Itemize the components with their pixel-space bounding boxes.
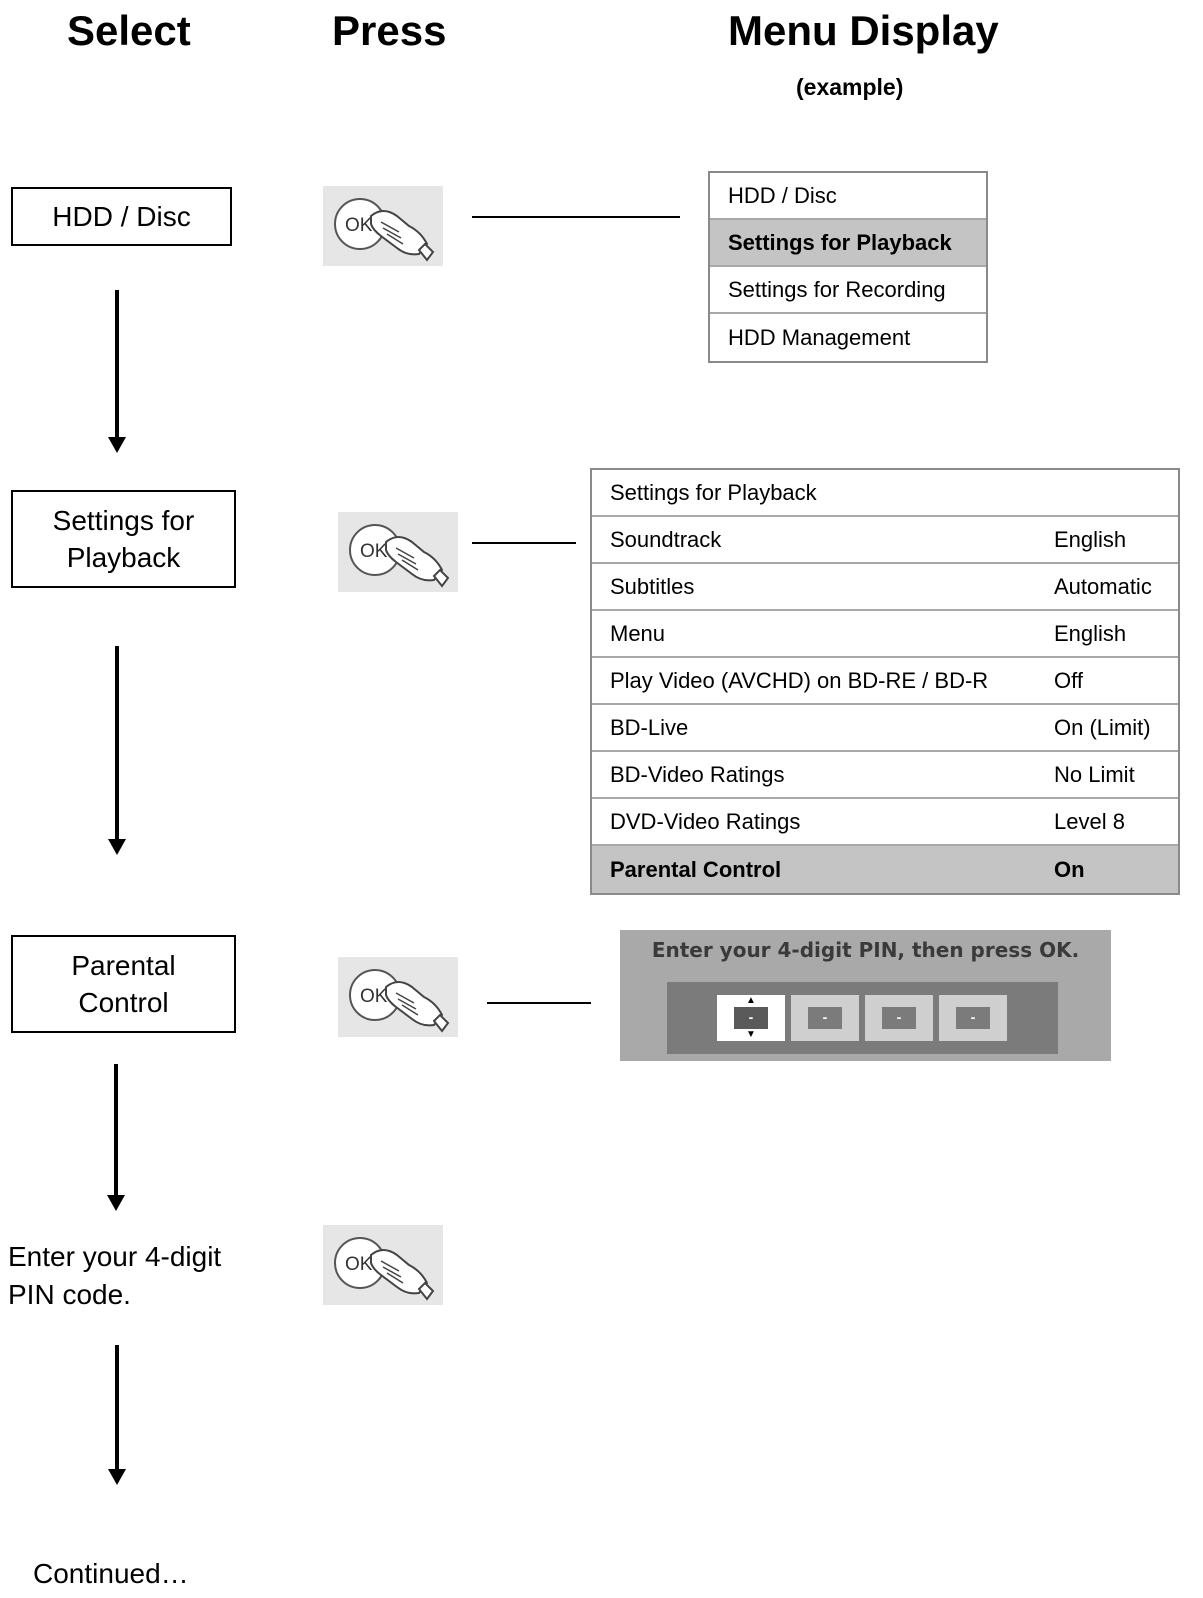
pin-field-group: ▲ - ▼ - - - xyxy=(667,982,1058,1054)
ok-button[interactable]: OK xyxy=(323,186,443,266)
ok-hand-press-icon: OK xyxy=(349,969,450,1033)
settings-row[interactable]: Soundtrack English xyxy=(592,517,1178,564)
down-arrow-icon xyxy=(107,1064,125,1211)
pin-digit-1[interactable]: ▲ - ▼ xyxy=(717,995,785,1041)
svg-text:OK: OK xyxy=(360,986,388,1007)
step-hdd-disc: HDD / Disc xyxy=(11,187,232,246)
settings-row-label: BD-Video Ratings xyxy=(610,761,785,787)
pin-digit-4[interactable]: - xyxy=(939,995,1007,1041)
pin-digit-2[interactable]: - xyxy=(791,995,859,1041)
down-arrow-icon xyxy=(108,290,126,453)
down-arrow-icon xyxy=(108,1345,126,1485)
step-label: HDD / Disc xyxy=(52,201,191,232)
connector-line xyxy=(472,216,680,218)
svg-text:OK: OK xyxy=(360,541,388,562)
settings-row[interactable]: BD-Live On (Limit) xyxy=(592,705,1178,752)
ok-button[interactable]: OK xyxy=(338,957,458,1037)
settings-row-value: Level 8 xyxy=(1054,808,1125,834)
settings-row[interactable]: BD-Video Ratings No Limit xyxy=(592,752,1178,799)
settings-row-value: On (Limit) xyxy=(1054,714,1151,740)
up-arrow-icon: ▲ xyxy=(746,995,756,1006)
step-enter-pin: Enter your 4-digit PIN code. xyxy=(8,1241,222,1310)
menu-item-hdd-management[interactable]: HDD Management xyxy=(728,324,911,350)
settings-row-value: Automatic xyxy=(1054,573,1152,599)
settings-row-label: DVD-Video Ratings xyxy=(610,808,801,834)
settings-row-value: English xyxy=(1054,620,1127,646)
settings-row-label: Play Video (AVCHD) on BD-RE / BD-R xyxy=(610,667,989,693)
settings-row-label: Parental Control xyxy=(610,856,782,882)
settings-row-value: No Limit xyxy=(1054,761,1135,787)
connector-line xyxy=(472,542,576,544)
settings-row-label: Menu xyxy=(610,620,666,646)
settings-row-label: Subtitles xyxy=(610,573,695,599)
pin-entry-dialog: Enter your 4-digit PIN, then press OK. ▲… xyxy=(620,930,1111,1061)
menu-hdd-disc: HDD / Disc Settings for Playback Setting… xyxy=(708,171,988,363)
continued-note: Continued… xyxy=(33,1558,189,1589)
example-note: (example) xyxy=(796,74,904,100)
ok-button[interactable]: OK xyxy=(323,1225,443,1305)
menu-title: Settings for Playback xyxy=(592,470,1178,517)
svg-text:OK: OK xyxy=(345,215,373,236)
settings-row[interactable]: Play Video (AVCHD) on BD-RE / BD-R Off xyxy=(592,658,1178,705)
svg-text:OK: OK xyxy=(345,1254,373,1275)
press-column-header: Press xyxy=(332,7,447,54)
settings-row-label: Soundtrack xyxy=(610,526,722,552)
settings-row[interactable]: Parental Control On xyxy=(592,846,1178,893)
settings-row-value: English xyxy=(1054,526,1127,552)
step-settings-for-playback: Settings for Playback xyxy=(11,490,236,588)
connector-line xyxy=(487,1002,591,1004)
step-label: Settings for Playback xyxy=(52,505,195,573)
settings-row-value: Off xyxy=(1054,667,1083,693)
settings-row[interactable]: Menu English xyxy=(592,611,1178,658)
ok-hand-press-icon: OK xyxy=(334,198,435,262)
settings-row-label: BD-Live xyxy=(610,714,689,740)
settings-row[interactable]: Subtitles Automatic xyxy=(592,564,1178,611)
menu-display-column-header: Menu Display xyxy=(728,7,999,54)
settings-row-value: On xyxy=(1054,856,1085,882)
menu-item-hdd-disc[interactable]: HDD / Disc xyxy=(710,173,986,220)
down-arrow-icon: ▼ xyxy=(746,1029,756,1040)
ok-button[interactable]: OK xyxy=(338,512,458,592)
down-arrow-icon xyxy=(108,646,126,855)
pin-digit-3[interactable]: - xyxy=(865,995,933,1041)
ok-hand-press-icon: OK xyxy=(349,524,450,588)
menu-item-settings-for-playback[interactable]: Settings for Playback xyxy=(710,220,986,267)
settings-row[interactable]: DVD-Video Ratings Level 8 xyxy=(592,799,1178,846)
step-parental-control: Parental Control xyxy=(11,935,236,1033)
select-column-header: Select xyxy=(67,7,191,54)
step-label: Parental Control xyxy=(71,950,176,1018)
ok-hand-press-icon: OK xyxy=(334,1237,435,1301)
pin-prompt: Enter your 4-digit PIN, then press OK. xyxy=(651,938,1080,962)
menu-item-settings-for-recording[interactable]: Settings for Recording xyxy=(710,267,986,314)
